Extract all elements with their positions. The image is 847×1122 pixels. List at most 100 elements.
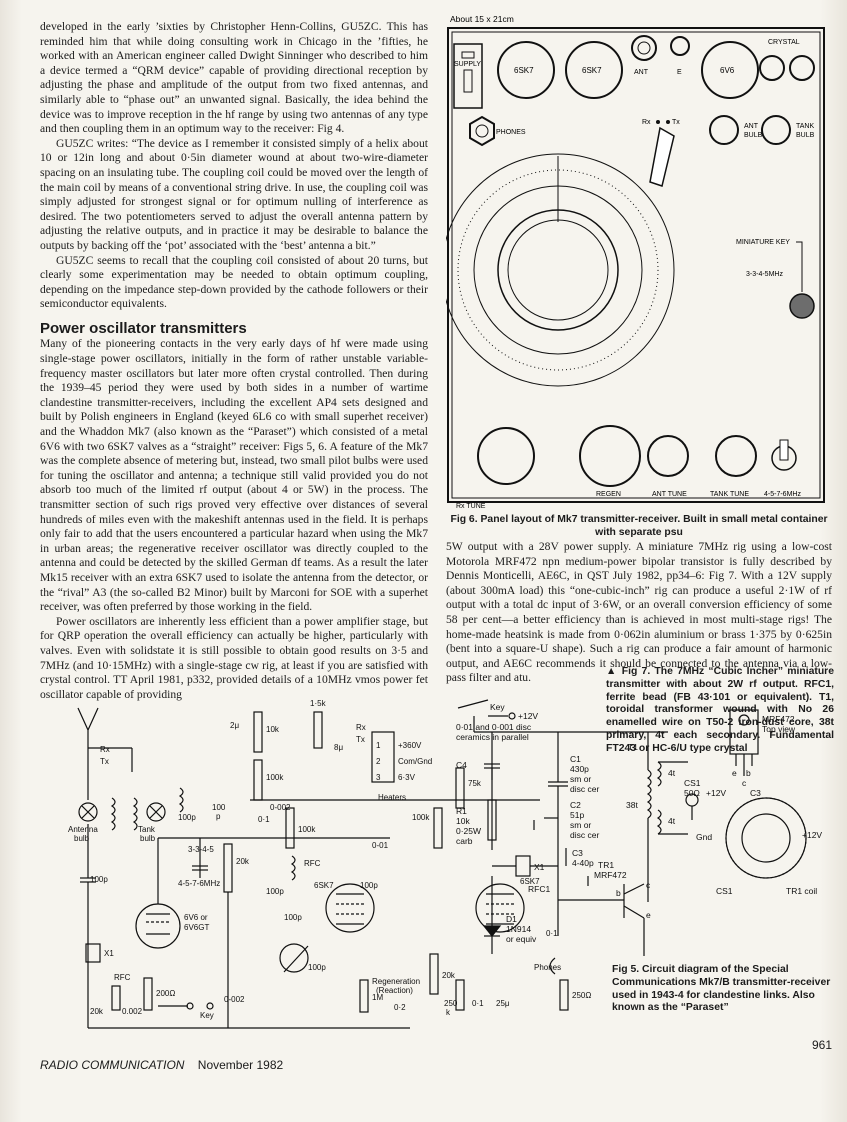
label: 0·25W [456, 826, 481, 836]
mini-key-label: MINIATURE KEY [736, 239, 790, 246]
valve-label: 6SK7 [582, 66, 602, 75]
phones-jack-inner [475, 124, 489, 138]
crystal-socket-1 [759, 55, 785, 81]
label: Rx [356, 723, 366, 732]
panel-outline [447, 27, 825, 503]
mrf472-hole [738, 714, 750, 726]
label: CS1 [716, 886, 733, 896]
label: 20k [236, 857, 250, 866]
label: X1 [104, 949, 114, 958]
tank-bulb-label: TANK [796, 123, 814, 130]
page-number: 961 [812, 1038, 833, 1052]
label: 50Ω [684, 788, 700, 798]
label: Key [200, 1011, 214, 1020]
label: 0·2 [394, 1003, 406, 1012]
valve-6sk7-2 [475, 883, 525, 933]
label: 100k [412, 813, 430, 822]
supply-label: SUPPLY [454, 61, 481, 68]
magazine-title: RADIO COMMUNICATION [40, 1058, 185, 1072]
paragraph: Many of the pioneering contacts in the v… [40, 337, 428, 614]
label: carb [456, 836, 473, 846]
label: 10k [456, 816, 470, 826]
label: 100p [266, 887, 284, 896]
label: (Reaction) [376, 986, 413, 995]
label: 38t [626, 800, 638, 810]
valve-6v6 [701, 41, 759, 99]
label: 4-5-7-6MHz [178, 879, 220, 888]
label: Top view [762, 724, 796, 734]
label: or equiv [506, 934, 537, 944]
ant-terminal-inner [637, 41, 651, 55]
label: 1M [372, 993, 383, 1002]
label: Gnd [696, 832, 712, 842]
antenna-coil [110, 797, 116, 831]
ant-terminal [631, 35, 657, 61]
phones-jack [469, 115, 495, 147]
resistor-20k [111, 985, 121, 1011]
label: 0-002 [224, 995, 245, 1004]
label: 100 [212, 803, 226, 812]
resistor-200 [143, 977, 153, 1011]
rx-tx-switch-lever [649, 126, 675, 187]
label: sm or [570, 820, 591, 830]
label: 20k [90, 1007, 104, 1016]
crystal-label: CRYSTAL [768, 39, 800, 46]
t1-secondary [656, 809, 662, 835]
regen-knob [579, 425, 641, 487]
label: 100k [266, 773, 284, 782]
label: Tx [356, 735, 365, 744]
fig7-caption: ▲ Fig 7. The 7MHz “Cubic Incher” miniatu… [606, 666, 834, 754]
band2-label: 4-5-7-6MHz [764, 491, 801, 498]
paragraph: Power oscillators are inherently less ef… [40, 614, 428, 701]
label: TR1 [598, 860, 614, 870]
label: 200Ω [156, 989, 175, 998]
label: 100p [284, 913, 302, 922]
label: Tx [100, 757, 109, 766]
resistor-1m [359, 979, 369, 1013]
fig7-circuit: Key +12V 0·01 and 0·001 disc ceramics in… [456, 699, 822, 956]
leader-line [796, 241, 803, 292]
valve-label: 6V6 [720, 66, 735, 75]
paragraph: GU5ZC writes: “The device as I remember … [40, 136, 428, 252]
ant-bulb-label: ANT [744, 123, 759, 130]
antenna-symbol [77, 707, 99, 748]
crystal-socket-2 [789, 55, 815, 81]
resistor-250k [455, 979, 465, 1011]
label: 20k [442, 971, 456, 980]
label: C3 [750, 788, 761, 798]
label: +360V [398, 741, 422, 750]
label: 6SK7 [520, 877, 540, 886]
label: disc cer [570, 830, 599, 840]
label: Heaters [378, 793, 406, 802]
label: Key [490, 702, 505, 712]
phones-symbol [549, 957, 556, 975]
left-column: developed in the early ’sixties by Chris… [40, 20, 428, 702]
resistor-100k [285, 807, 295, 849]
label: 100p [178, 813, 196, 822]
label: Regeneration [372, 977, 420, 986]
paragraph: GU5ZC seems to recall that the coupling … [40, 253, 428, 311]
band-label: 3-3-4-5MHz [746, 271, 783, 278]
resistor-75k [455, 767, 465, 809]
issue-date: November 1982 [197, 1058, 284, 1072]
ant-label: ANT [634, 69, 649, 76]
supply-socket [453, 43, 483, 109]
label: Antenna [68, 825, 98, 834]
paragraph: 5W output with a 28V power supply. A min… [446, 540, 832, 685]
label: 0·1 [546, 929, 558, 938]
t1-primary [646, 769, 652, 819]
label: X1 [534, 862, 545, 872]
label: b [746, 768, 751, 778]
tank-tune-knob [715, 435, 757, 477]
label: p [216, 812, 221, 821]
resistor-1-5k [313, 711, 323, 749]
label: C1 [570, 754, 581, 764]
label: 6V6GT [184, 923, 209, 932]
resistor-100k [433, 807, 443, 849]
label: +12V [518, 711, 538, 721]
resistor-10k [253, 711, 263, 753]
label: 0·01 and 0·001 disc [456, 722, 532, 732]
size-note: About 15 x 21cm [450, 14, 514, 24]
ant-tune-label: ANT TUNE [652, 491, 687, 498]
rx-label: Rx [642, 119, 651, 126]
